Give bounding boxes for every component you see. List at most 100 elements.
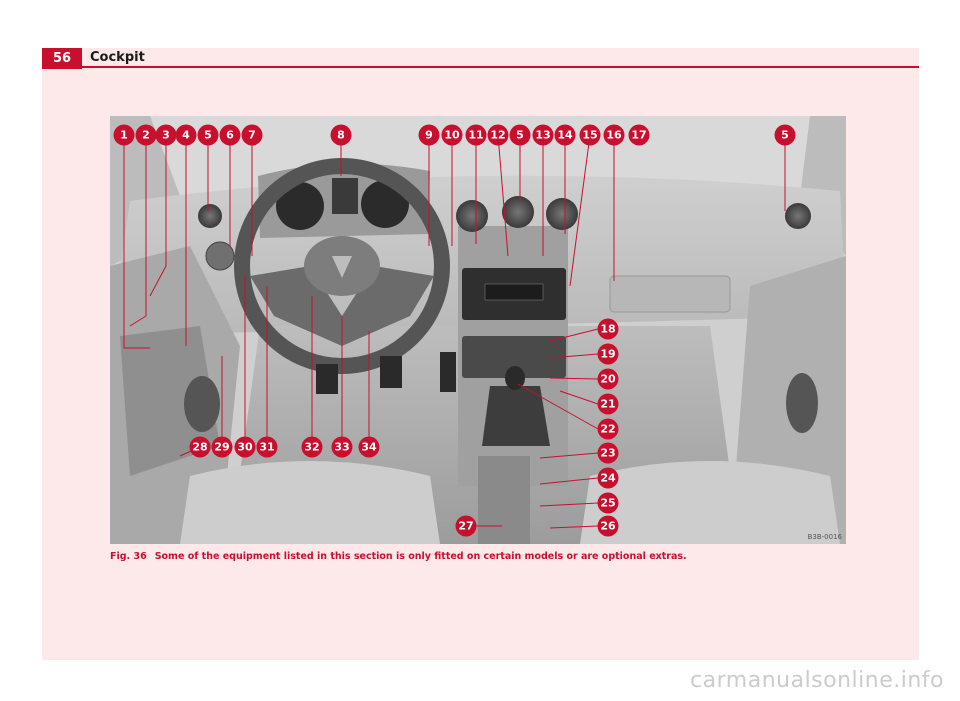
svg-text:15: 15	[582, 129, 597, 142]
svg-text:3: 3	[162, 129, 170, 142]
callout-bottom-4: 31	[256, 436, 278, 458]
callout-bottom-0: 27	[455, 515, 477, 537]
callout-top-13: 13	[532, 124, 554, 146]
right-vent	[785, 203, 811, 229]
svg-text:1: 1	[120, 129, 128, 142]
svg-text:30: 30	[237, 441, 253, 454]
svg-text:6: 6	[226, 129, 234, 142]
header-rule	[82, 66, 919, 68]
svg-text:34: 34	[361, 441, 377, 454]
svg-text:28: 28	[192, 441, 207, 454]
right-speaker	[786, 373, 818, 433]
figure-code: B3B-0016	[807, 533, 842, 541]
callouts-top: 1 2 3 4 5 6 7 8 9 10 11 12 5 13 14 15 16…	[113, 124, 796, 146]
gear-knob	[505, 366, 525, 390]
svg-text:12: 12	[490, 129, 505, 142]
callout-top-18: 5	[774, 124, 796, 146]
callout-top-12: 5	[509, 124, 531, 146]
svg-text:29: 29	[214, 441, 229, 454]
callout-top-15: 15	[579, 124, 601, 146]
callout-top-4: 5	[197, 124, 219, 146]
callout-top-3: 4	[175, 124, 197, 146]
callout-right-6: 24	[597, 467, 619, 489]
svg-text:20: 20	[600, 373, 616, 386]
svg-text:32: 32	[304, 441, 319, 454]
svg-text:21: 21	[600, 398, 615, 411]
callout-bottom-1: 28	[189, 436, 211, 458]
center-vent-1	[456, 200, 488, 232]
clutch-pedal	[316, 364, 338, 394]
callout-right-5: 23	[597, 442, 619, 464]
gear-lever-boot	[482, 386, 550, 446]
svg-text:23: 23	[600, 447, 615, 460]
steering-spokes	[250, 266, 434, 346]
svg-text:2: 2	[142, 129, 150, 142]
callout-top-0: 1	[113, 124, 135, 146]
callout-right-7: 25	[597, 492, 619, 514]
svg-text:31: 31	[259, 441, 274, 454]
light-switch	[205, 241, 235, 271]
svg-text:5: 5	[781, 129, 789, 142]
svg-text:25: 25	[600, 497, 615, 510]
callout-top-1: 2	[135, 124, 157, 146]
callout-top-14: 14	[554, 124, 576, 146]
callout-bottom-5: 32	[301, 436, 323, 458]
callout-top-16: 16	[603, 124, 625, 146]
callout-right-8: 26	[597, 515, 619, 537]
svg-text:5: 5	[516, 129, 524, 142]
callout-top-17: 17	[628, 124, 650, 146]
leader-lines	[123, 134, 786, 529]
svg-text:33: 33	[334, 441, 349, 454]
speedometer	[276, 182, 324, 230]
callout-right-0: 18	[597, 318, 619, 340]
svg-text:16: 16	[606, 129, 622, 142]
accelerator-pedal	[440, 352, 456, 392]
callout-top-6: 7	[241, 124, 263, 146]
callouts-right: 18 19 20 21 22 23 24 25 26	[597, 318, 619, 537]
svg-text:11: 11	[468, 129, 483, 142]
cockpit-illustration: 1 2 3 4 5 6 7 8 9 10 11 12 5 13 14 15 16…	[110, 116, 846, 544]
brake-pedal	[380, 356, 402, 388]
center-armrest-tray	[478, 456, 530, 544]
callout-right-4: 22	[597, 418, 619, 440]
svg-text:5: 5	[204, 129, 212, 142]
callout-top-11: 12	[487, 124, 509, 146]
callout-top-10: 11	[465, 124, 487, 146]
callout-top-7: 8	[330, 124, 352, 146]
svg-text:14: 14	[557, 129, 573, 142]
svg-text:8: 8	[337, 129, 345, 142]
svg-text:10: 10	[444, 129, 460, 142]
callout-bottom-3: 30	[234, 436, 256, 458]
callout-right-2: 20	[597, 368, 619, 390]
cluster-display	[332, 178, 358, 214]
watermark-text: carmanualsonline.info	[690, 668, 944, 693]
caption-text: Some of the equipment listed in this sec…	[154, 551, 687, 562]
callout-top-5: 6	[219, 124, 241, 146]
driver-seat	[180, 461, 440, 544]
svg-text:26: 26	[600, 520, 616, 533]
left-vent	[198, 204, 222, 228]
callout-bottom-2: 29	[211, 436, 233, 458]
svg-text:24: 24	[600, 472, 616, 485]
svg-text:7: 7	[248, 129, 256, 142]
svg-text:18: 18	[600, 323, 615, 336]
page-title: Cockpit	[90, 50, 145, 65]
glove-box	[609, 275, 731, 313]
climate-control	[462, 336, 566, 378]
svg-text:13: 13	[535, 129, 550, 142]
callout-top-9: 10	[441, 124, 463, 146]
passenger-seat	[580, 461, 840, 544]
cockpit-figure: 1 2 3 4 5 6 7 8 9 10 11 12 5 13 14 15 16…	[110, 116, 846, 544]
center-vent-3	[546, 198, 578, 230]
callout-top-8: 9	[418, 124, 440, 146]
callout-right-1: 19	[597, 343, 619, 365]
callout-bottom-6: 33	[331, 436, 353, 458]
steering-logo	[332, 256, 352, 278]
callout-right-3: 21	[597, 393, 619, 415]
svg-text:4: 4	[182, 129, 190, 142]
callouts-bottom: 27 28 29 30 31 32 33 34	[189, 436, 477, 537]
svg-text:9: 9	[425, 129, 433, 142]
svg-text:17: 17	[631, 129, 646, 142]
center-vent-2	[502, 196, 534, 228]
